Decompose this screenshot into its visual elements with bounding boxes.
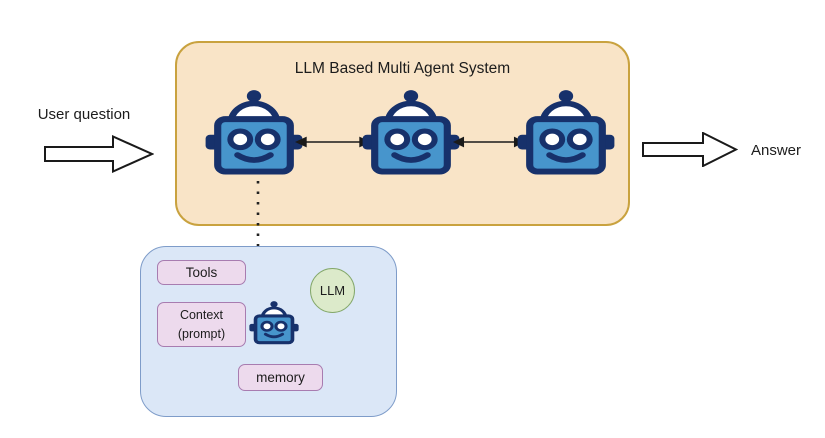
- robot-agent-1-icon: [199, 86, 309, 178]
- tools-label: Tools: [185, 265, 218, 280]
- llm-label: LLM: [319, 283, 346, 298]
- robot-agent-detail-icon: [246, 299, 302, 346]
- user-question-label: User question: [37, 106, 131, 123]
- agent-detail-dotted-connector: [256, 181, 260, 247]
- multi-agent-system-title: LLM Based Multi Agent System: [294, 60, 511, 77]
- context-label-line1: Context: [179, 308, 224, 323]
- memory-pill: memory: [238, 364, 323, 391]
- input-block-arrow-icon: [44, 135, 154, 173]
- robot-agent-2-icon: [356, 86, 466, 178]
- llm-circle: LLM: [310, 268, 355, 313]
- answer-label: Answer: [751, 142, 802, 159]
- context-prompt-pill: Context (prompt): [157, 302, 246, 347]
- output-block-arrow-icon: [642, 132, 738, 167]
- agent-detail-box: Tools Context (prompt) LLM memory: [140, 246, 397, 417]
- robot-agent-3-icon: [511, 86, 621, 178]
- context-label-line2: (prompt): [177, 326, 226, 341]
- tools-pill: Tools: [157, 260, 246, 285]
- memory-label: memory: [256, 370, 305, 385]
